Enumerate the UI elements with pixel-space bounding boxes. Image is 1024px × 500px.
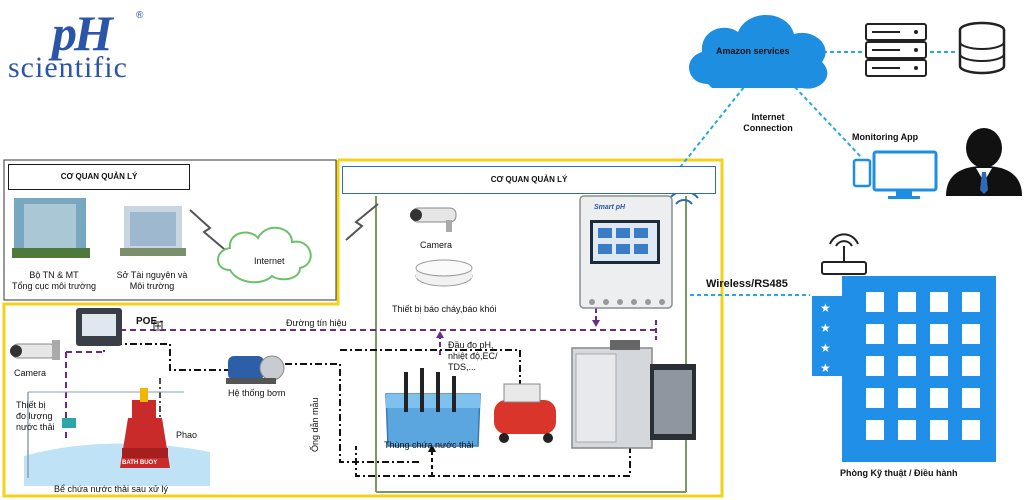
internet-label: Internet [254,256,285,266]
logo-scientific: scientific [8,51,128,84]
logo-registered: ® [136,10,144,21]
monitoring-app-label: Monitoring App [852,132,919,142]
camera-left-label: Camera [14,368,47,378]
controller-device [579,195,673,309]
smoke-detector-label: Thiết bị báo cháy,báo khói [392,304,497,314]
server-icon [865,23,927,77]
signal-label: Đường tín hiệu [286,318,347,328]
probe-label: Đầu đo pH, nhiệt độ,EC/ TDS,... [448,340,498,372]
wireless-label: Wireless/RS485 [706,278,788,290]
poe-label: POE - [136,316,164,327]
department-label: Sở Tài nguyên và Môi trường [116,270,188,291]
yellow-frame [2,158,724,498]
router-icon [821,233,867,275]
smoke-detector-icon [415,259,473,287]
pipe-pump [100,343,228,371]
wastewater-tank [385,368,481,447]
svg-text:★: ★ [820,301,831,315]
flow-meter-label: Thiết bị đo lượng nước thải [16,400,55,432]
pump-label: Hệ thống bơm [228,388,286,398]
left-frame [3,159,337,301]
logo-ph: pH [52,5,113,61]
operations-building: ★ ★ ★ ★ [812,276,996,462]
link-cloud-monitor [789,81,863,159]
pipe-label: Ống dẫn mẫu [310,397,320,452]
amazon-cloud [689,14,828,89]
amazon-label: Amazon services [716,46,790,56]
monitor-icon [852,150,938,199]
compressor [494,383,556,443]
pump [226,355,285,384]
flow-sensor [62,418,76,428]
sampler-cabinet [571,340,696,449]
left-panel-header: CƠ QUAN QUẢN LÝ [8,164,190,190]
camera-left-icon [10,340,60,360]
pipe-sample [270,363,420,463]
controller-brand: Smart pH [594,204,626,211]
lightning-left [189,209,231,255]
svg-text:★: ★ [820,361,831,375]
lightning-right [345,203,379,241]
database-icon [958,21,1006,75]
camera-center-icon [410,207,457,232]
operations-label: Phòng Kỹ thuật / Điều hành [840,468,958,478]
buoy-label: Phao [176,430,198,440]
internet-cloud [217,227,312,284]
svg-text:★: ★ [820,341,831,355]
buoy-text: BATH BUOY [122,460,158,466]
user-icon [946,128,1022,196]
controller-small [76,308,122,346]
pool-label: Bể chứa nước thải sau xử lý [54,484,169,494]
tank-label: Thùng chứa nước thải [384,440,474,450]
ministry-label: Bộ TN & MT Tổng cục môi trường [12,270,96,291]
svg-text:★: ★ [820,321,831,335]
camera-center-label: Camera [420,240,453,250]
internet-connection-label: Internet Connection [743,112,793,133]
center-panel-header: CƠ QUAN QUẢN LÝ [342,166,716,194]
buoy [120,388,170,468]
